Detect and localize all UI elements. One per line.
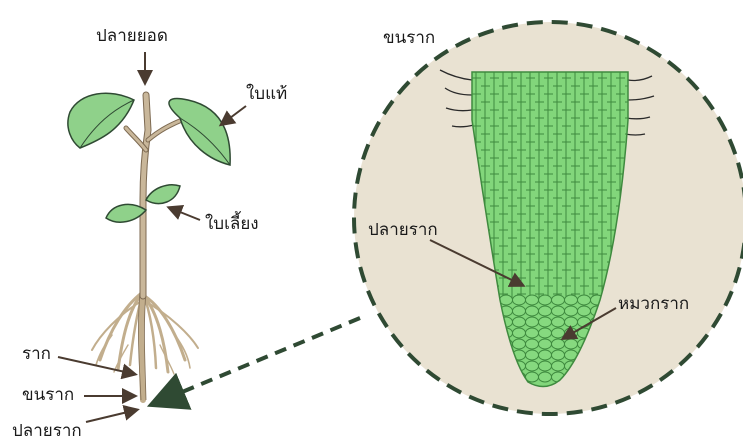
root-cap-cell — [565, 339, 578, 349]
root-cap-cell — [526, 350, 539, 360]
root-cap-cell — [513, 295, 526, 305]
label-root: ราก — [22, 346, 51, 363]
root-cap-cell — [552, 350, 565, 360]
root-cap-cell — [578, 306, 591, 316]
root-cap-cell — [565, 306, 578, 316]
root-cap-cell — [552, 317, 565, 327]
root-cap-cell — [526, 295, 539, 305]
label-root-tip: ปลายราก — [12, 423, 82, 440]
root-cap-cell — [552, 306, 565, 316]
root-cap-cell — [526, 361, 539, 371]
label-cotyledon: ใบเลี้ยง — [205, 216, 259, 233]
root-cap-cell — [513, 306, 526, 316]
root-cap-cell — [513, 317, 526, 327]
root-cap-cell — [552, 339, 565, 349]
label-root-hair: ขนราก — [22, 387, 74, 404]
root-cap-cell — [539, 339, 552, 349]
root-cap-cell — [539, 295, 552, 305]
root-cap-cell — [526, 328, 539, 338]
root-cap-cell — [565, 317, 578, 327]
root-cap-cell — [539, 350, 552, 360]
true-leaf-left — [68, 93, 134, 148]
root-cap-cell — [526, 339, 539, 349]
root-arrow — [58, 357, 134, 374]
label-root-cap: หมวกราก — [618, 296, 689, 313]
root-cap-cell — [552, 361, 565, 371]
root-cap-cell — [552, 328, 565, 338]
root-cap-cell — [539, 317, 552, 327]
root-cap-cell — [513, 339, 526, 349]
label-zoom-root-hair: ขนราก — [383, 30, 435, 47]
root-cap-cell — [539, 328, 552, 338]
root-cap-cell — [539, 306, 552, 316]
root-cap-cell — [539, 361, 552, 371]
root-cap-cell — [526, 317, 539, 327]
root-cap-cell — [578, 295, 591, 305]
root-cap-cell — [539, 372, 552, 382]
label-shoot-tip: ปลายยอด — [96, 28, 168, 45]
root-tip-arrow — [86, 410, 136, 422]
label-true-leaf: ใบแท้ — [246, 86, 287, 103]
true-leaf-arrow — [222, 106, 246, 124]
root-cap-cell — [565, 295, 578, 305]
cotyledon-arrow — [170, 208, 200, 220]
root-cap-cell — [513, 328, 526, 338]
true-leaf-right — [169, 99, 230, 165]
label-zoom-root-tip: ปลายราก — [368, 222, 438, 239]
root-cap-cell — [552, 295, 565, 305]
root-cap-cell — [526, 306, 539, 316]
